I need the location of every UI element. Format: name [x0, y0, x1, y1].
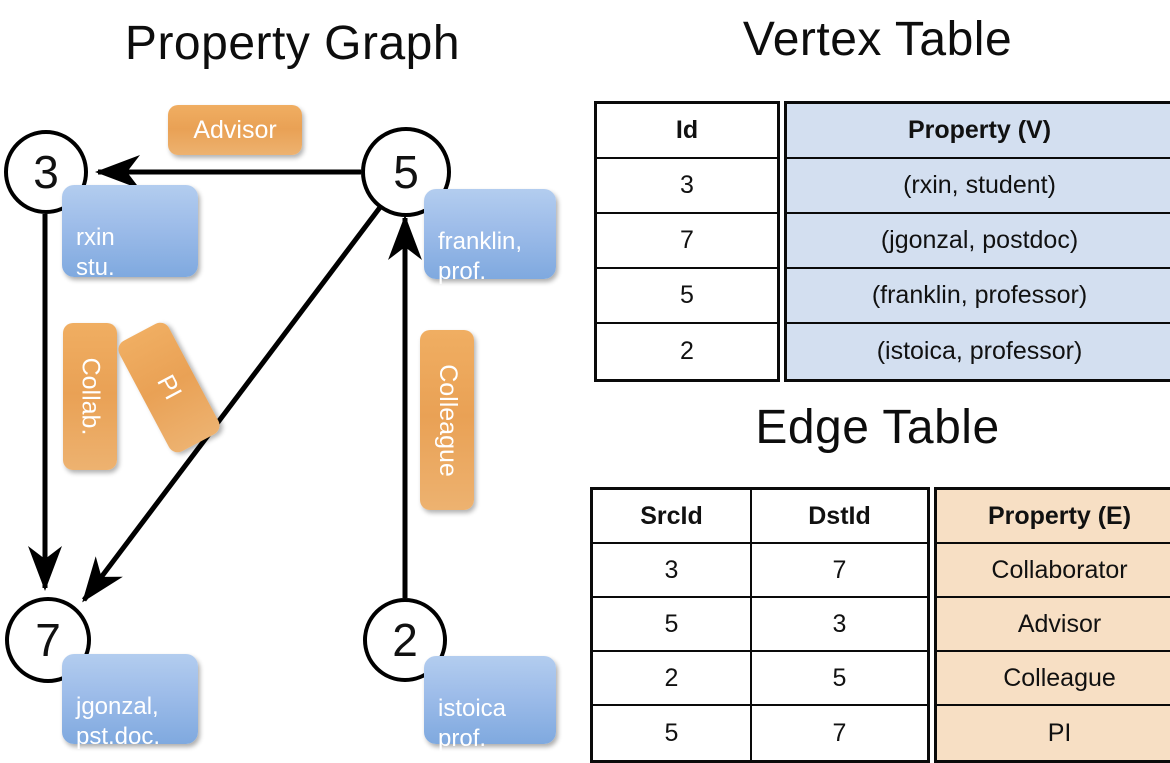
table-row: (istoica, professor) [787, 324, 1170, 379]
edge-table-header-dstid: DstId [752, 490, 927, 544]
graph-node-3-id: 3 [33, 146, 59, 198]
graph-edges-svg [28, 155, 422, 603]
graph-node-7-id: 7 [35, 614, 61, 666]
table-row: 3 [597, 159, 777, 214]
page-title-vertex-table: Vertex Table [742, 13, 1013, 66]
edge-5-to-7-pi [82, 204, 383, 603]
table-row: Advisor [937, 598, 1170, 652]
node-property-box-istoica[interactable]: istoica prof. [424, 656, 556, 752]
table-row: 5 [593, 706, 750, 760]
vertex-table-header-property: Property (V) [787, 104, 1170, 159]
graph-node-2[interactable]: 2 [363, 598, 447, 682]
edge-label-box-colleague[interactable]: Colleague [420, 330, 474, 510]
property-graph-diagram: 3 5 7 2 rxin stu. franklin, prof. jgonza… [0, 0, 585, 760]
vertex-table-header-id: Id [597, 104, 777, 159]
edge-table-srcid-column: SrcId 3 5 2 5 [593, 490, 752, 760]
node-property-text-franklin: franklin, prof. [438, 228, 523, 285]
page-title-property-graph: Property Graph [124, 17, 461, 70]
edge-label-text-pi: PI [151, 370, 188, 405]
edge-label-text-colleague: Colleague [433, 363, 462, 477]
edge-table-header-property: Property (E) [937, 490, 1170, 544]
node-property-box-rxin[interactable]: rxin stu. [62, 185, 198, 281]
table-row: (franklin, professor) [787, 269, 1170, 324]
table-row: 7 [597, 214, 777, 269]
edge-label-text-advisor: Advisor [193, 115, 277, 144]
table-row: (jgonzal, postdoc) [787, 214, 1170, 269]
graph-node-2-id: 2 [392, 614, 418, 666]
table-row: PI [937, 706, 1170, 760]
table-row: 3 [593, 544, 750, 598]
table-row: Colleague [937, 652, 1170, 706]
table-row: 5 [593, 598, 750, 652]
edge-label-text-collab: Collab. [76, 357, 105, 436]
node-property-box-jgonzal[interactable]: jgonzal, pst.doc. [62, 654, 198, 750]
node-property-box-franklin[interactable]: franklin, prof. [424, 189, 556, 285]
table-row: 7 [752, 706, 927, 760]
node-property-text-rxin: rxin stu. [76, 224, 115, 281]
node-property-text-jgonzal: jgonzal, pst.doc. [76, 693, 161, 750]
vertex-table-id-column: Id 3 7 5 2 [594, 101, 780, 382]
table-row: 2 [597, 324, 777, 379]
table-row: (rxin, student) [787, 159, 1170, 214]
edge-label-box-advisor[interactable]: Advisor [168, 105, 302, 155]
table-row: 2 [593, 652, 750, 706]
vertex-table-property-column: Property (V) (rxin, student) (jgonzal, p… [784, 101, 1170, 382]
table-row: Collaborator [937, 544, 1170, 598]
table-row: 5 [752, 652, 927, 706]
edge-label-box-collab[interactable]: Collab. [63, 323, 117, 470]
edge-table-header-srcid: SrcId [593, 490, 750, 544]
graph-node-5-id: 5 [393, 146, 419, 198]
edge-table-dstid-column: DstId 7 3 5 7 [752, 490, 927, 760]
node-property-text-istoica: istoica prof. [438, 695, 507, 752]
table-row: 7 [752, 544, 927, 598]
table-row: 3 [752, 598, 927, 652]
vertex-table: Id 3 7 5 2 Property (V) (rxin, student) … [594, 101, 1170, 382]
page-title-edge-table: Edge Table [755, 401, 1000, 454]
edge-table-id-columns: SrcId 3 5 2 5 DstId 7 3 5 7 [590, 487, 930, 763]
table-row: 5 [597, 269, 777, 324]
edge-table: SrcId 3 5 2 5 DstId 7 3 5 7 Property (E)… [590, 487, 1170, 763]
edge-table-property-column: Property (E) Collaborator Advisor Collea… [934, 487, 1170, 763]
